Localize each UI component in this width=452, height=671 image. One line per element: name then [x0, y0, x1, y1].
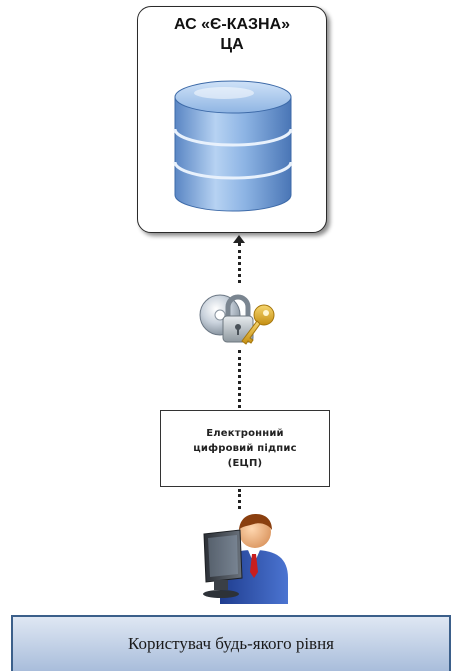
arrow-up-icon	[233, 235, 245, 243]
lock-key-icon	[199, 294, 275, 345]
signature-line3: (ЕЦП)	[227, 458, 263, 469]
server-title: АС «Є-КАЗНА» ЦА	[138, 15, 326, 55]
server-box: АС «Є-КАЗНА» ЦА	[137, 6, 327, 233]
user-computer-icon	[203, 514, 288, 604]
user-level-banner: Користувач будь-якого рівня	[11, 615, 451, 671]
signature-text: Електронний цифровий підпис (ЕЦП)	[193, 426, 296, 471]
connector-top	[238, 243, 241, 283]
connector-middle	[238, 350, 241, 408]
user-level-label: Користувач будь-якого рівня	[128, 634, 334, 653]
signature-line1: Електронний	[206, 428, 284, 439]
server-title-line2: ЦА	[220, 36, 244, 53]
signature-box: Електронний цифровий підпис (ЕЦП)	[160, 410, 330, 487]
database-icon	[173, 80, 293, 212]
connector-bottom	[238, 489, 241, 509]
server-title-line1: АС «Є-КАЗНА»	[173, 16, 291, 33]
signature-line2: цифровий підпис	[193, 443, 297, 454]
